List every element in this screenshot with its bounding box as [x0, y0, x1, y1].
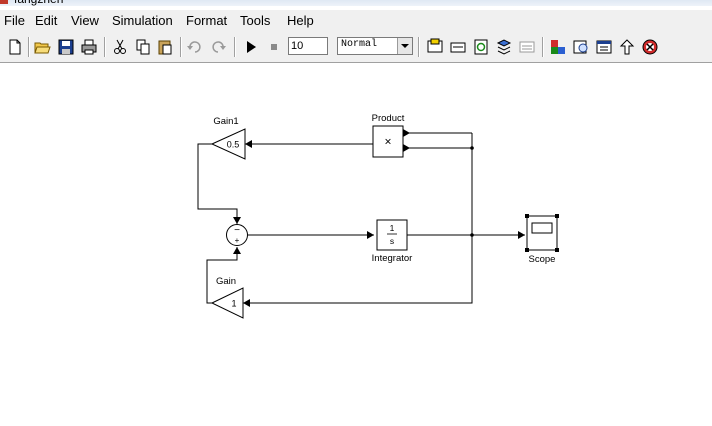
menu-file[interactable]: File	[4, 13, 25, 28]
arrowhead	[233, 247, 241, 254]
refresh-icon[interactable]	[472, 38, 490, 56]
toolbar-separator	[28, 37, 30, 57]
no-entry-icon[interactable]	[641, 38, 659, 56]
toolbar-separator	[542, 37, 544, 57]
window-title: fangzhen	[14, 0, 63, 6]
arrowhead	[403, 144, 410, 152]
paste-icon[interactable]	[156, 38, 174, 56]
integrator-numerator: 1	[390, 223, 395, 233]
gain-value: 1	[231, 299, 236, 309]
arrowhead	[518, 231, 525, 239]
simulation-mode-value: Normal	[341, 39, 378, 50]
scope-block[interactable]	[525, 214, 559, 252]
selection-handle	[555, 214, 559, 218]
save-icon[interactable]	[57, 38, 75, 56]
gain1-label: Gain1	[213, 116, 238, 127]
menu-format[interactable]: Format	[186, 13, 228, 28]
scope-label: Scope	[529, 254, 556, 265]
cut-icon[interactable]	[111, 38, 129, 56]
chevron-down-icon	[401, 44, 409, 48]
branch-point	[470, 146, 474, 150]
toolbar-separator	[104, 37, 106, 57]
start-simulation-icon[interactable]	[242, 38, 260, 56]
toolbar-separator	[180, 37, 182, 57]
debugger-icon[interactable]	[572, 38, 590, 56]
integrator-label: Integrator	[372, 253, 413, 264]
print-icon[interactable]	[80, 38, 98, 56]
model-explorer-icon[interactable]	[549, 38, 567, 56]
gain1-block[interactable]: 0.5	[210, 128, 246, 160]
open-folder-icon[interactable]	[33, 38, 51, 56]
block-diagram: 0.5 Gain1 × Product − + 1 s Integrator 1…	[197, 113, 559, 319]
toolbar-separator	[234, 37, 236, 57]
multiply-icon: ×	[384, 135, 391, 149]
stop-time-input[interactable]	[288, 37, 328, 55]
branch-point	[470, 233, 474, 237]
product-label: Product	[372, 113, 405, 124]
selection-handle	[555, 248, 559, 252]
gain-label: Gain	[216, 276, 236, 287]
feedback-to-gain-line	[243, 235, 473, 304]
gain-to-sum-line	[206, 247, 238, 304]
simulation-mode-select[interactable]: Normal	[337, 37, 413, 55]
menu-edit[interactable]: Edit	[35, 13, 58, 28]
selection-handle	[525, 214, 529, 218]
properties-icon[interactable]	[595, 38, 613, 56]
app-icon	[0, 0, 8, 4]
sum-minus-sign: −	[234, 225, 240, 236]
redo-icon[interactable]	[209, 38, 227, 56]
copy-icon[interactable]	[134, 38, 152, 56]
update-diagram-icon[interactable]	[449, 38, 467, 56]
selection-handle	[525, 248, 529, 252]
integrator-denominator: s	[390, 236, 394, 246]
go-to-parent-icon[interactable]	[618, 38, 636, 56]
dropdown-button[interactable]	[397, 38, 412, 54]
menu-bar: File Edit View Simulation Format Tools H…	[0, 10, 712, 32]
arrowhead	[367, 231, 374, 239]
model-canvas[interactable]: 0.5 Gain1 × Product − + 1 s Integrator 1…	[0, 63, 712, 426]
toolbar-separator	[418, 37, 420, 57]
gain-block[interactable]: 1	[210, 287, 244, 319]
menu-simulation[interactable]: Simulation	[112, 13, 173, 28]
gain1-value: 0.5	[227, 140, 240, 150]
menu-tools[interactable]: Tools	[240, 13, 271, 28]
arrowhead	[403, 129, 410, 137]
model-browser-icon[interactable]	[518, 38, 536, 56]
sum-block[interactable]: − +	[226, 224, 248, 246]
new-file-icon[interactable]	[6, 38, 24, 56]
gain1-to-sum-line	[197, 143, 238, 224]
undo-icon[interactable]	[186, 38, 204, 56]
library-browser-icon[interactable]	[495, 38, 513, 56]
sum-plus-sign: +	[235, 236, 240, 245]
build-icon[interactable]	[426, 38, 444, 56]
menu-view[interactable]: View	[71, 13, 99, 28]
stop-simulation-icon[interactable]	[265, 38, 283, 56]
arrowhead	[245, 140, 252, 148]
arrowhead	[233, 217, 241, 224]
integrator-block[interactable]: 1 s	[376, 219, 408, 251]
product-block[interactable]: ×	[372, 125, 404, 158]
menu-help[interactable]: Help	[287, 13, 314, 28]
title-bar: fangzhen	[0, 0, 712, 6]
arrowhead	[243, 299, 250, 307]
